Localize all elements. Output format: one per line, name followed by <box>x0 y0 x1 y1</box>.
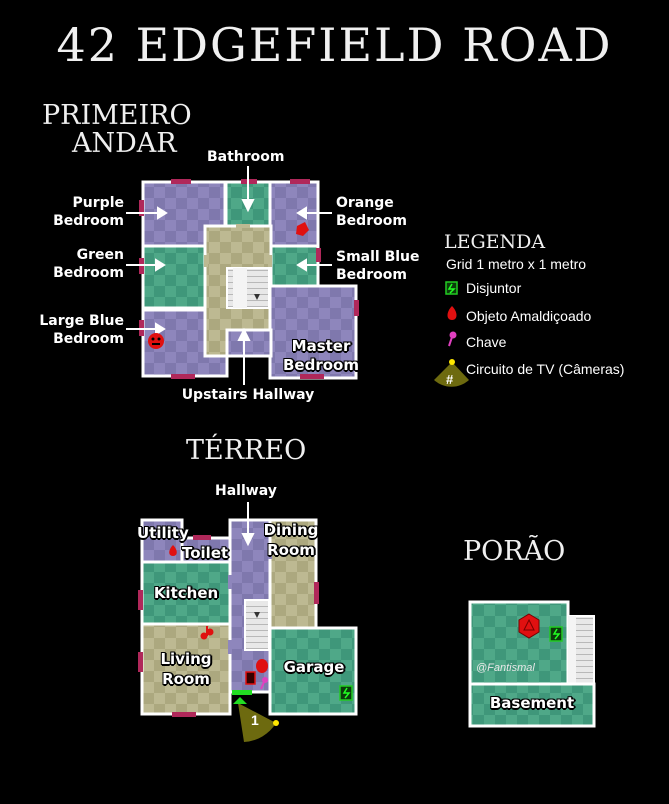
label-large-blue-bedroom-1: Large Blue <box>39 313 124 329</box>
upper-label-pointers <box>126 166 332 385</box>
legend-grid-note: Grid 1 metro x 1 metro <box>446 256 587 272</box>
ground-stairs <box>244 599 270 651</box>
label-master-bedroom-2: Bedroom <box>283 356 359 374</box>
legend-camera-symbol: # <box>446 372 454 387</box>
legend-title: LEGENDA <box>444 231 546 253</box>
label-hallway: Hallway <box>215 483 277 499</box>
basement-title: PORÃO <box>463 536 566 567</box>
label-dining-room-2: Room <box>267 541 315 559</box>
label-kitchen: Kitchen <box>153 584 219 602</box>
room-kitchen[interactable] <box>140 560 232 626</box>
label-green-bedroom-1: Green <box>76 247 124 263</box>
map-title: 42 EDGEFIELD ROAD <box>56 18 613 72</box>
cursed-object-orange-bedroom-icon[interactable] <box>296 222 309 236</box>
room-green-bedroom[interactable] <box>141 244 207 310</box>
breaker-icon <box>445 281 458 295</box>
legend-label-breaker: Disjuntor <box>466 280 522 296</box>
camera-1-number: 1 <box>251 712 259 728</box>
legend-label-camera: Circuito de TV (Câmeras) <box>466 361 625 377</box>
front-door[interactable] <box>232 690 252 695</box>
cursed-object-hallway-icon[interactable] <box>256 659 268 673</box>
room-master-bedroom[interactable] <box>268 284 358 380</box>
breaker-hallway-icon[interactable] <box>245 671 256 685</box>
cursed-object-basement-icon[interactable] <box>518 613 540 639</box>
camera-1-marker[interactable] <box>233 697 279 742</box>
label-green-bedroom-2: Bedroom <box>53 265 124 281</box>
cursed-object-large-blue-icon[interactable] <box>148 333 164 349</box>
label-basement: Basement <box>489 694 575 712</box>
key-icon <box>448 331 457 347</box>
breaker-basement-icon[interactable] <box>549 626 563 642</box>
upper-floor-title-line1: PRIMEIRO <box>42 100 192 131</box>
label-purple-bedroom-2: Bedroom <box>53 213 124 229</box>
key-hallway-icon[interactable] <box>260 677 268 690</box>
breaker-garage-icon[interactable] <box>339 685 353 701</box>
label-small-blue-bedroom-1: Small Blue <box>336 249 420 265</box>
basement-plan <box>468 600 596 728</box>
camera-icon <box>434 359 469 387</box>
upper-floor-title-line2: ANDAR <box>72 128 177 159</box>
credit-text: @Fantismal <box>476 662 535 674</box>
legend-label-key: Chave <box>466 334 507 350</box>
label-small-blue-bedroom-2: Bedroom <box>336 267 407 283</box>
ground-label-pointers <box>241 502 255 547</box>
cursed-object-icon <box>447 306 457 320</box>
room-toilet[interactable] <box>180 536 232 564</box>
label-garage: Garage <box>283 658 345 676</box>
label-orange-bedroom-1: Orange <box>336 195 394 211</box>
label-master-bedroom-1: Master <box>291 337 351 355</box>
label-toilet: Toilet <box>182 544 229 562</box>
stair-direction-marker <box>254 294 260 300</box>
label-orange-bedroom-2: Bedroom <box>336 213 407 229</box>
room-dining-room[interactable] <box>268 518 318 630</box>
room-orange-bedroom[interactable] <box>268 180 320 248</box>
legend-label-cursed-object: Objeto Amaldiçoado <box>466 308 592 324</box>
cursed-object-toilet-icon[interactable] <box>169 545 177 556</box>
ground-floor-title: TÉRREO <box>186 435 307 466</box>
label-utility: Utility <box>137 524 189 542</box>
cursed-object-living-room-icon[interactable] <box>200 626 214 640</box>
label-upstairs-hallway: Upstairs Hallway <box>181 387 315 403</box>
label-living-room-2: Room <box>162 670 210 688</box>
label-large-blue-bedroom-2: Bedroom <box>53 331 124 347</box>
label-living-room-1: Living <box>160 650 212 668</box>
label-purple-bedroom-1: Purple <box>72 195 124 211</box>
label-dining-room-1: Dining <box>263 521 319 539</box>
label-bathroom: Bathroom <box>207 149 285 165</box>
